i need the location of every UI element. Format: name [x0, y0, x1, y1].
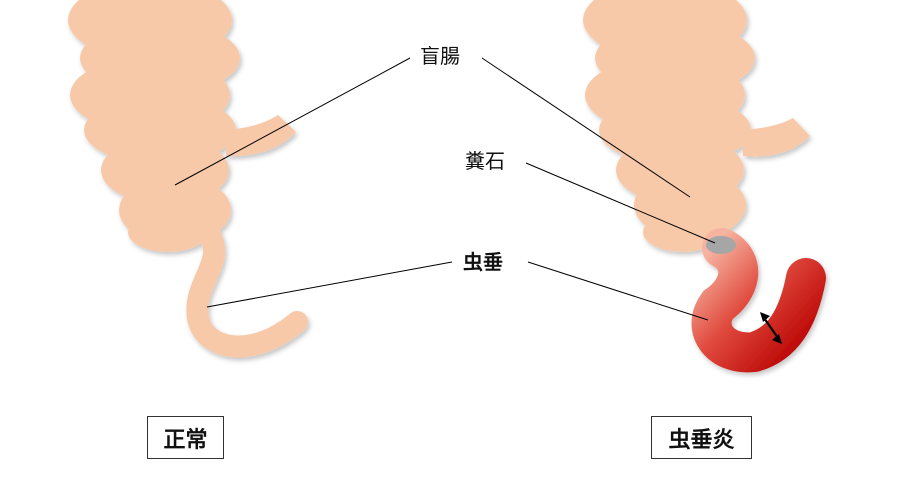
label-appendix: 虫垂 — [463, 250, 503, 274]
leader-fecalith — [525, 162, 716, 244]
normal-appendix — [186, 221, 308, 358]
inflamed-appendix — [691, 228, 826, 373]
leader-appendix-normal — [206, 261, 453, 308]
caption-appendicitis: 虫垂炎 — [651, 416, 752, 459]
caption-normal: 正常 — [147, 416, 224, 459]
inflamed-cecum — [583, 0, 810, 252]
leader-cecum-normal — [174, 57, 411, 186]
label-cecum: 盲腸 — [420, 44, 460, 68]
normal-cecum — [68, 0, 296, 252]
leader-appendix-appendicitis — [527, 261, 709, 321]
leader-cecum-appendicitis — [481, 57, 691, 198]
label-fecalith: 糞石 — [465, 149, 505, 173]
appendicitis-illustration — [583, 0, 826, 373]
fecalith-stone — [706, 236, 736, 254]
leader-lines — [174, 57, 716, 321]
swelling-arrow-icon — [760, 312, 782, 344]
normal-illustration — [68, 0, 308, 358]
